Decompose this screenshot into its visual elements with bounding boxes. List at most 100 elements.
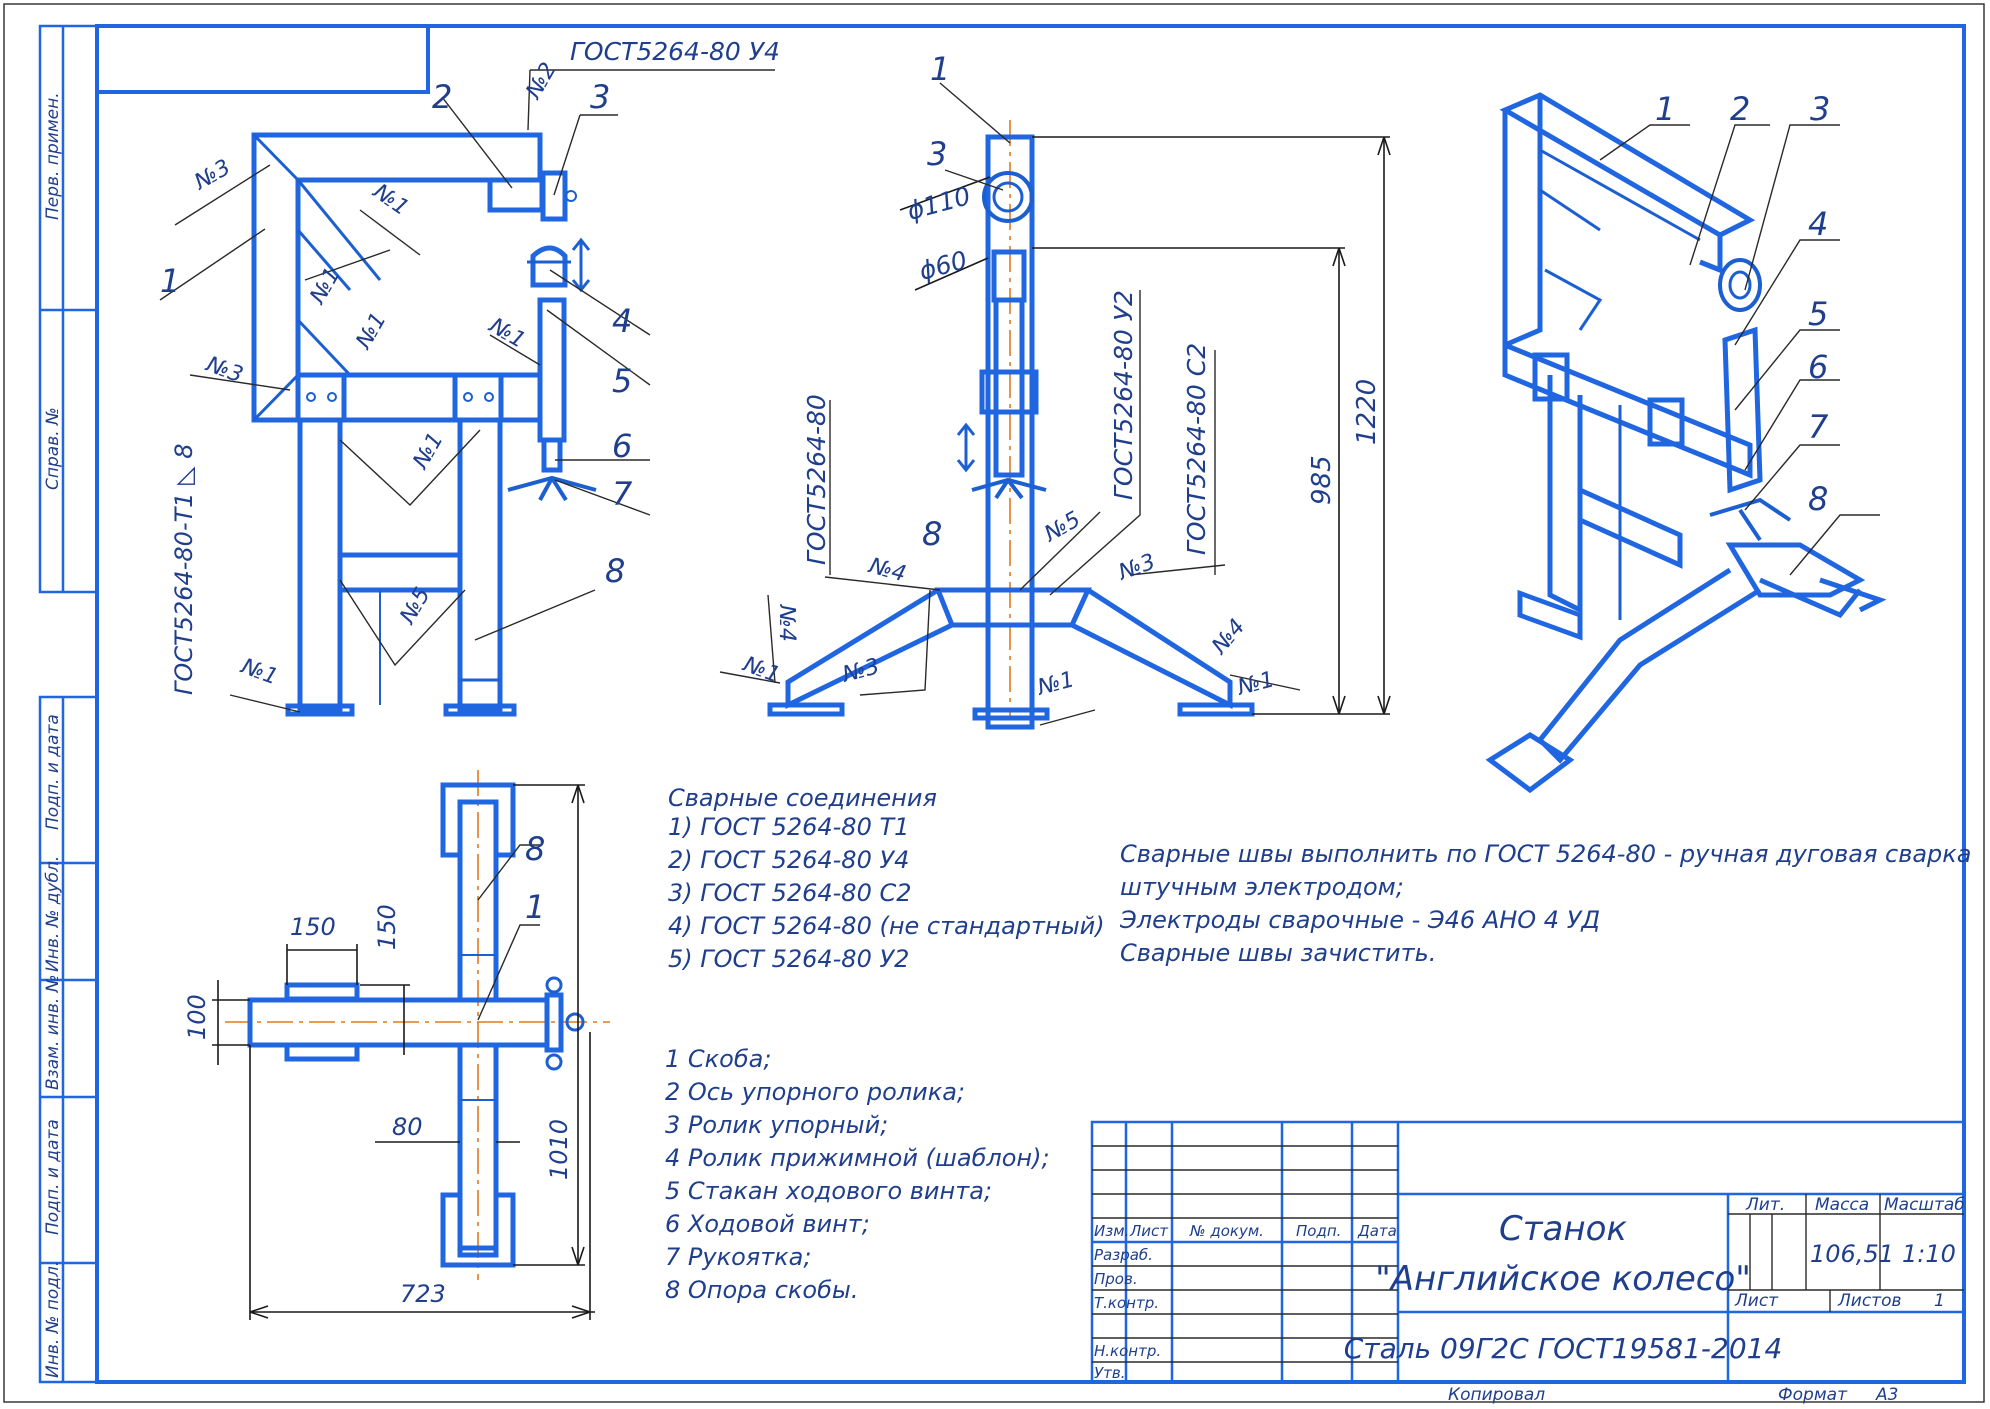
tb-listov-value: 1	[1934, 1291, 1945, 1311]
front-callout-8: 8	[605, 552, 625, 590]
front-callout-2: 2	[432, 78, 452, 116]
side-weld-n1-b: №1	[1034, 667, 1077, 701]
front-weld-n3-bottom: №3	[202, 352, 246, 388]
side-dia-60: ϕ60	[916, 245, 970, 286]
front-callout-7: 7	[612, 475, 633, 513]
iso-callout-8: 8	[1808, 480, 1828, 518]
tb-data: Дата	[1357, 1222, 1397, 1240]
part-6: 6 Ходовой винт;	[665, 1210, 870, 1238]
side-weld-n1-c: №1	[1234, 667, 1277, 701]
front-weld-n2: №2	[521, 59, 562, 104]
front-weld-n1-a: №1	[368, 179, 413, 221]
iso-callout-1: 1	[1655, 90, 1675, 128]
front-gost-side: ГОСТ5264-80-Т1 ◺ 8	[170, 443, 198, 695]
side-weld-n4-b: №4	[774, 604, 799, 642]
part-7: 7 Рукоятка;	[665, 1243, 811, 1271]
tb-name-line1: Станок	[1499, 1209, 1627, 1249]
front-weld-n1-b: №1	[305, 264, 346, 309]
side-callout-1: 1	[930, 50, 950, 88]
front-weld-n3-top: №3	[190, 155, 235, 196]
isometric-view: 1 2 3 4 5 6 7 8	[1485, 90, 1887, 794]
side-gost-b: ГОСТ5264-80 У2	[1109, 290, 1138, 500]
side-weld-n3-a: №3	[1115, 550, 1159, 586]
part-1: 1 Скоба;	[665, 1045, 771, 1073]
part-5: 5 Стакан ходового винта;	[665, 1177, 992, 1205]
weld-note-2: 2) ГОСТ 5264-80 У4	[668, 846, 909, 874]
stamp-podp-data-1: Подп. и дата	[43, 714, 63, 830]
plan-callout-8: 8	[525, 830, 545, 868]
tb-masshtab: Масштаб	[1884, 1195, 1965, 1215]
plan-dim-150-vertical: 150	[373, 904, 401, 950]
side-callout-3: 3	[927, 135, 947, 173]
front-weld-n1-c: №1	[351, 309, 392, 354]
part-2: 2 Ось упорного ролика;	[665, 1078, 965, 1106]
iso-callout-2: 2	[1730, 90, 1750, 128]
part-3: 3 Ролик упорный;	[665, 1111, 888, 1139]
front-weld-n1-f: №1	[237, 654, 281, 690]
plan-dim-150-horizontal: 150	[290, 913, 336, 941]
sheet-border	[3, 3, 1985, 1403]
tb-lit: Лит.	[1745, 1195, 1785, 1215]
front-weld-n1-e: №1	[408, 429, 449, 474]
general-note-3: Электроды сварочные - Э46 АНО 4 УД	[1119, 906, 1600, 934]
front-callout-5: 5	[612, 362, 632, 400]
tb-list: Лист	[1129, 1222, 1169, 1240]
side-weld-n5: №5	[1040, 507, 1085, 548]
weld-notes-title: Сварные соединения	[668, 784, 937, 812]
tb-tkontr: Т.контр.	[1094, 1294, 1159, 1312]
side-gost-c: ГОСТ5264-80 С2	[1182, 343, 1211, 555]
iso-callout-3: 3	[1810, 90, 1830, 128]
general-notes: Сварные швы выполнить по ГОСТ 5264-80 - …	[1119, 840, 1972, 967]
side-view: 1 3 8 ϕ110 ϕ60 985 1220 ГОСТ5264-80 ГОСТ…	[719, 50, 1391, 730]
iso-callout-4: 4	[1808, 205, 1828, 243]
tb-podp: Подп.	[1296, 1222, 1341, 1240]
side-dia-110: ϕ110	[904, 181, 974, 226]
parts-list: 1 Скоба; 2 Ось упорного ролика; 3 Ролик …	[665, 1045, 1050, 1304]
side-dim-985: 985	[1307, 455, 1337, 505]
iso-callout-6: 6	[1808, 348, 1828, 386]
iso-callout-7: 7	[1808, 408, 1829, 446]
side-dim-1220: 1220	[1352, 379, 1382, 445]
tb-masshtab-value: 1:10	[1902, 1240, 1956, 1268]
side-weld-n1-a: №1	[739, 652, 783, 688]
side-gost-a: ГОСТ5264-80	[802, 394, 831, 565]
tb-material: Сталь 09Г2С ГОСТ19581-2014	[1344, 1332, 1783, 1365]
tb-list-label: Лист	[1734, 1291, 1779, 1311]
plan-callout-1: 1	[525, 888, 545, 926]
tb-prov: Пров.	[1094, 1270, 1138, 1288]
tb-listov-label: Листов	[1837, 1291, 1902, 1311]
front-callout-1: 1	[160, 262, 180, 300]
side-callout-8: 8	[922, 515, 942, 553]
tb-nkontr: Н.контр.	[1094, 1342, 1161, 1360]
stamp-sprav-no: Справ. №	[43, 407, 63, 490]
tb-razrab: Разраб.	[1094, 1246, 1153, 1264]
weld-notes: Сварные соединения 1) ГОСТ 5264-80 Т1 2)…	[668, 784, 1105, 973]
iso-callout-5: 5	[1808, 295, 1828, 333]
side-stamp: Перв. примен. Справ. № Подп. и дата Инв.…	[38, 24, 99, 1384]
stamp-vzam-inv: Взам. инв. №	[43, 975, 63, 1090]
side-weld-n3-b: №3	[839, 654, 882, 688]
tb-izm: Изм.	[1094, 1222, 1129, 1240]
plan-dim-100: 100	[183, 994, 211, 1040]
tb-name-line2: "Английское колесо"	[1375, 1259, 1751, 1299]
stamp-podp-data-2: Подп. и дата	[43, 1119, 63, 1235]
front-callout-3: 3	[590, 78, 610, 116]
weld-note-4: 4) ГОСТ 5264-80 (не стандартный)	[668, 912, 1105, 940]
front-weld-n1-d: №1	[484, 313, 529, 354]
top-left-stamp-frame	[97, 26, 430, 94]
title-block: Изм. Лист № докум. Подп. Дата Разраб. Пр…	[1090, 1120, 1966, 1405]
stamp-inv-podl: Инв. № подл.	[43, 1261, 63, 1378]
tb-massa-value: 106,51	[1810, 1240, 1894, 1268]
front-callout-4: 4	[612, 302, 632, 340]
plan-dim-80: 80	[392, 1113, 423, 1141]
part-8: 8 Опора скобы.	[665, 1276, 859, 1304]
general-note-2: штучным электродом;	[1120, 873, 1404, 901]
front-view: ГОСТ5264-80 У4 ГОСТ5264-80-Т1 ◺ 8 №2 №3 …	[159, 37, 780, 717]
plan-dim-1010: 1010	[545, 1119, 573, 1180]
plan-dim-723: 723	[400, 1280, 446, 1308]
tb-massa: Масса	[1815, 1195, 1869, 1215]
part-4: 4 Ролик прижимной (шаблон);	[665, 1144, 1050, 1172]
tb-utv: Утв.	[1094, 1364, 1126, 1382]
